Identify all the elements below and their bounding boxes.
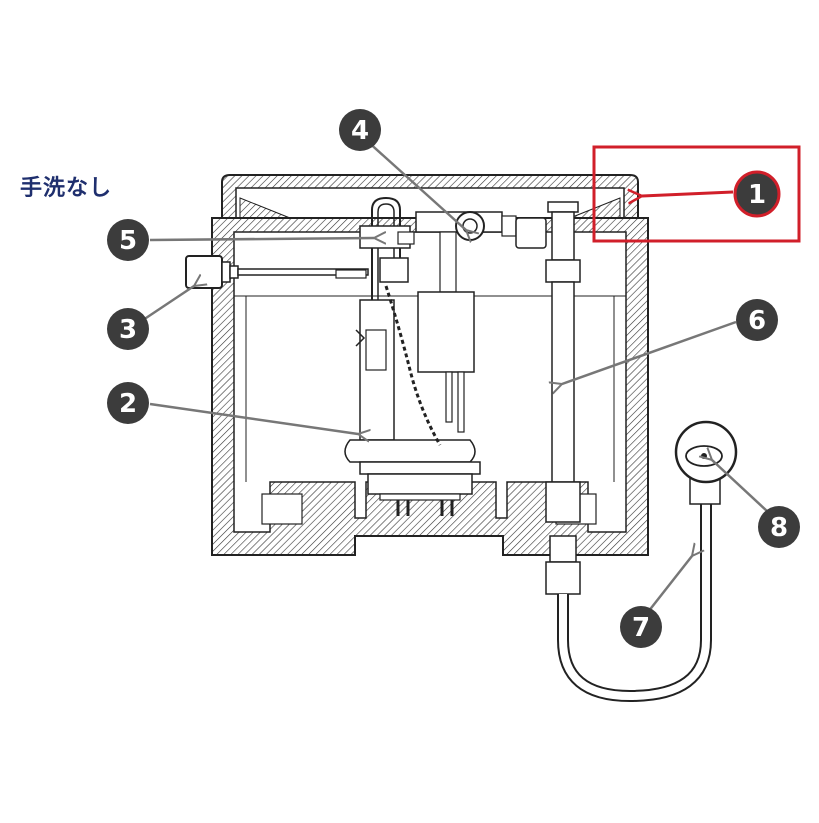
callout-badge-2: 2	[107, 382, 149, 424]
flapper-chain	[384, 285, 442, 446]
arrow-5	[149, 238, 374, 240]
arrow-2	[149, 402, 358, 434]
svg-text:8: 8	[770, 513, 788, 543]
svg-text:6: 6	[748, 306, 766, 336]
highlight-box	[592, 145, 801, 243]
float-valve	[415, 211, 547, 433]
callout-arrows	[139, 139, 769, 613]
arrow-4	[365, 139, 466, 230]
callout-badge-4: 4	[339, 109, 381, 151]
callout-badge-8: 8	[758, 506, 800, 548]
callout-badge-7: 7	[620, 606, 662, 648]
svg-text:5: 5	[119, 226, 137, 256]
callout-badge-1: 1	[733, 170, 781, 218]
callout-badge-5: 5	[107, 219, 149, 261]
svg-text:3: 3	[119, 315, 137, 345]
svg-text:7: 7	[632, 613, 650, 643]
arrow-8	[712, 460, 769, 513]
callout-badge-3: 3	[107, 308, 149, 350]
flexible-hose	[557, 500, 712, 703]
arrow-6	[562, 320, 737, 384]
svg-text:1: 1	[748, 180, 766, 210]
stop-valve	[674, 420, 738, 505]
tank-body	[211, 217, 649, 556]
svg-text:4: 4	[351, 116, 369, 146]
supply-pipe	[545, 201, 581, 595]
svg-text:2: 2	[119, 389, 137, 419]
callout-badges: 1 2 3 4 5 6 7	[107, 109, 800, 648]
callout-badge-6: 6	[736, 299, 778, 341]
arrow-7	[647, 556, 692, 613]
arrow-1	[642, 192, 734, 196]
diagram-heading: 手洗なし	[20, 176, 113, 201]
arrow-3	[139, 286, 194, 324]
